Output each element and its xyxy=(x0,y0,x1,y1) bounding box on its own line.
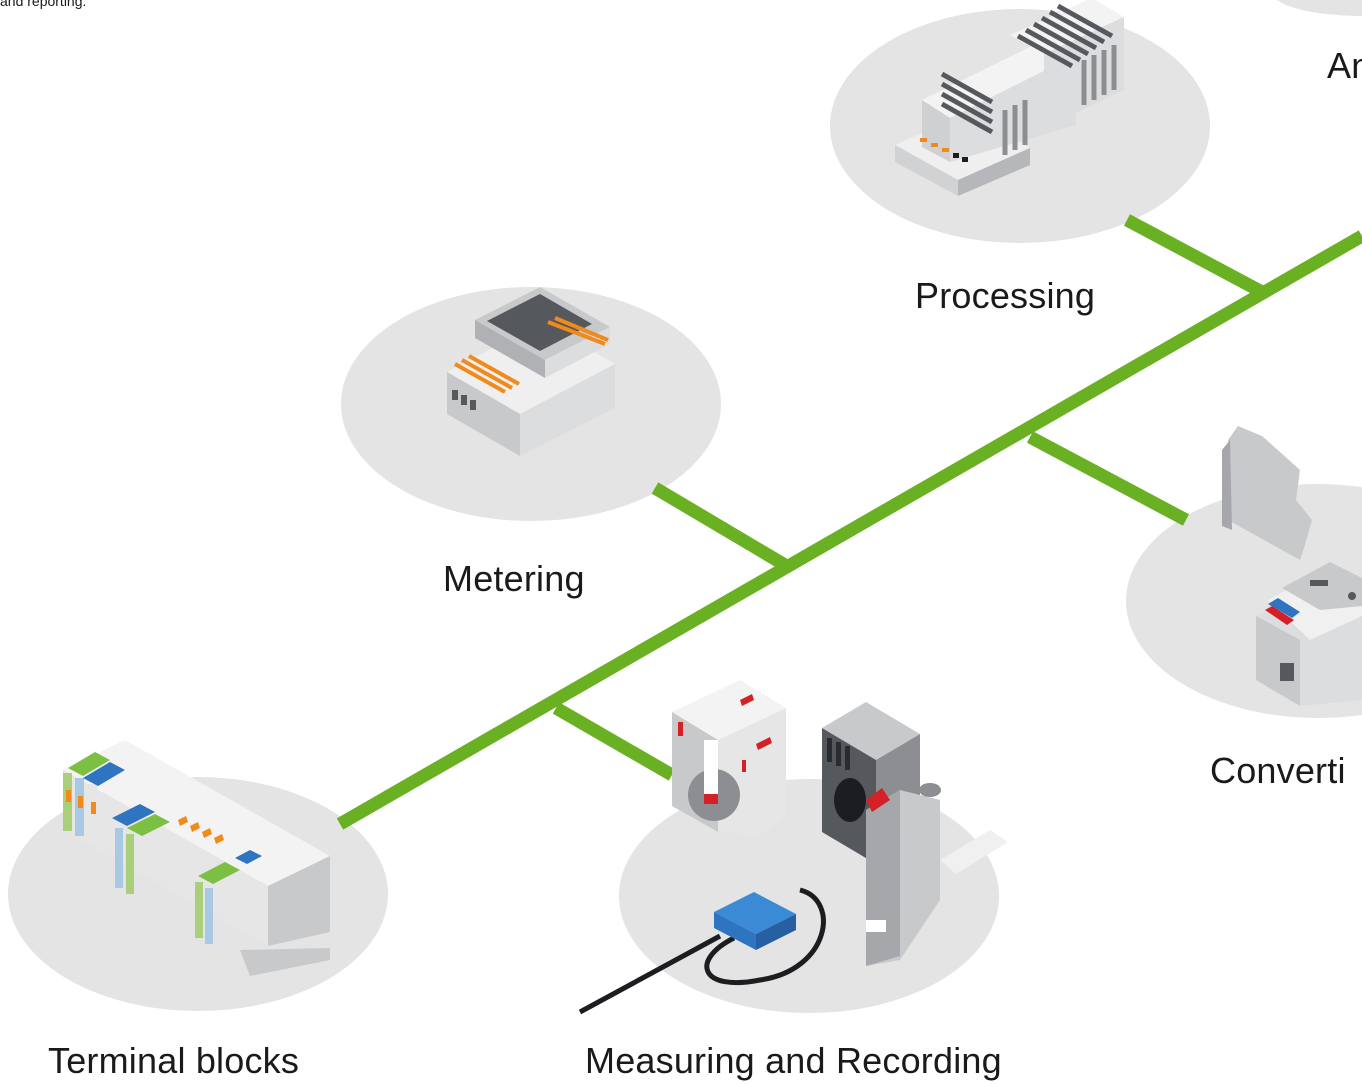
main-bus-line xyxy=(336,230,1362,830)
node-label-converting: Converti xyxy=(1210,750,1346,791)
branch-measuring xyxy=(552,702,676,781)
node-label-measuring-recording: Measuring and Recording xyxy=(585,1040,1002,1081)
platform-analyzing xyxy=(1277,0,1362,16)
node-label-analyzing: An xyxy=(1327,45,1362,86)
intro-text: and reporting. xyxy=(0,0,87,9)
branch-processing xyxy=(1123,214,1266,298)
processing-device-icon xyxy=(895,0,1124,196)
branch-metering xyxy=(651,482,794,574)
metering-device-icon xyxy=(447,287,615,456)
node-label-metering: Metering xyxy=(443,558,585,599)
node-label-processing: Processing xyxy=(915,275,1096,316)
terminal-blocks-device-icon xyxy=(63,740,330,976)
branch-converting xyxy=(1026,431,1190,526)
node-label-terminal-blocks: Terminal blocks xyxy=(48,1040,300,1081)
converting-device-icon xyxy=(1222,426,1362,706)
measuring-recording-device-icon xyxy=(578,680,1008,1015)
connector-lines xyxy=(336,214,1362,830)
